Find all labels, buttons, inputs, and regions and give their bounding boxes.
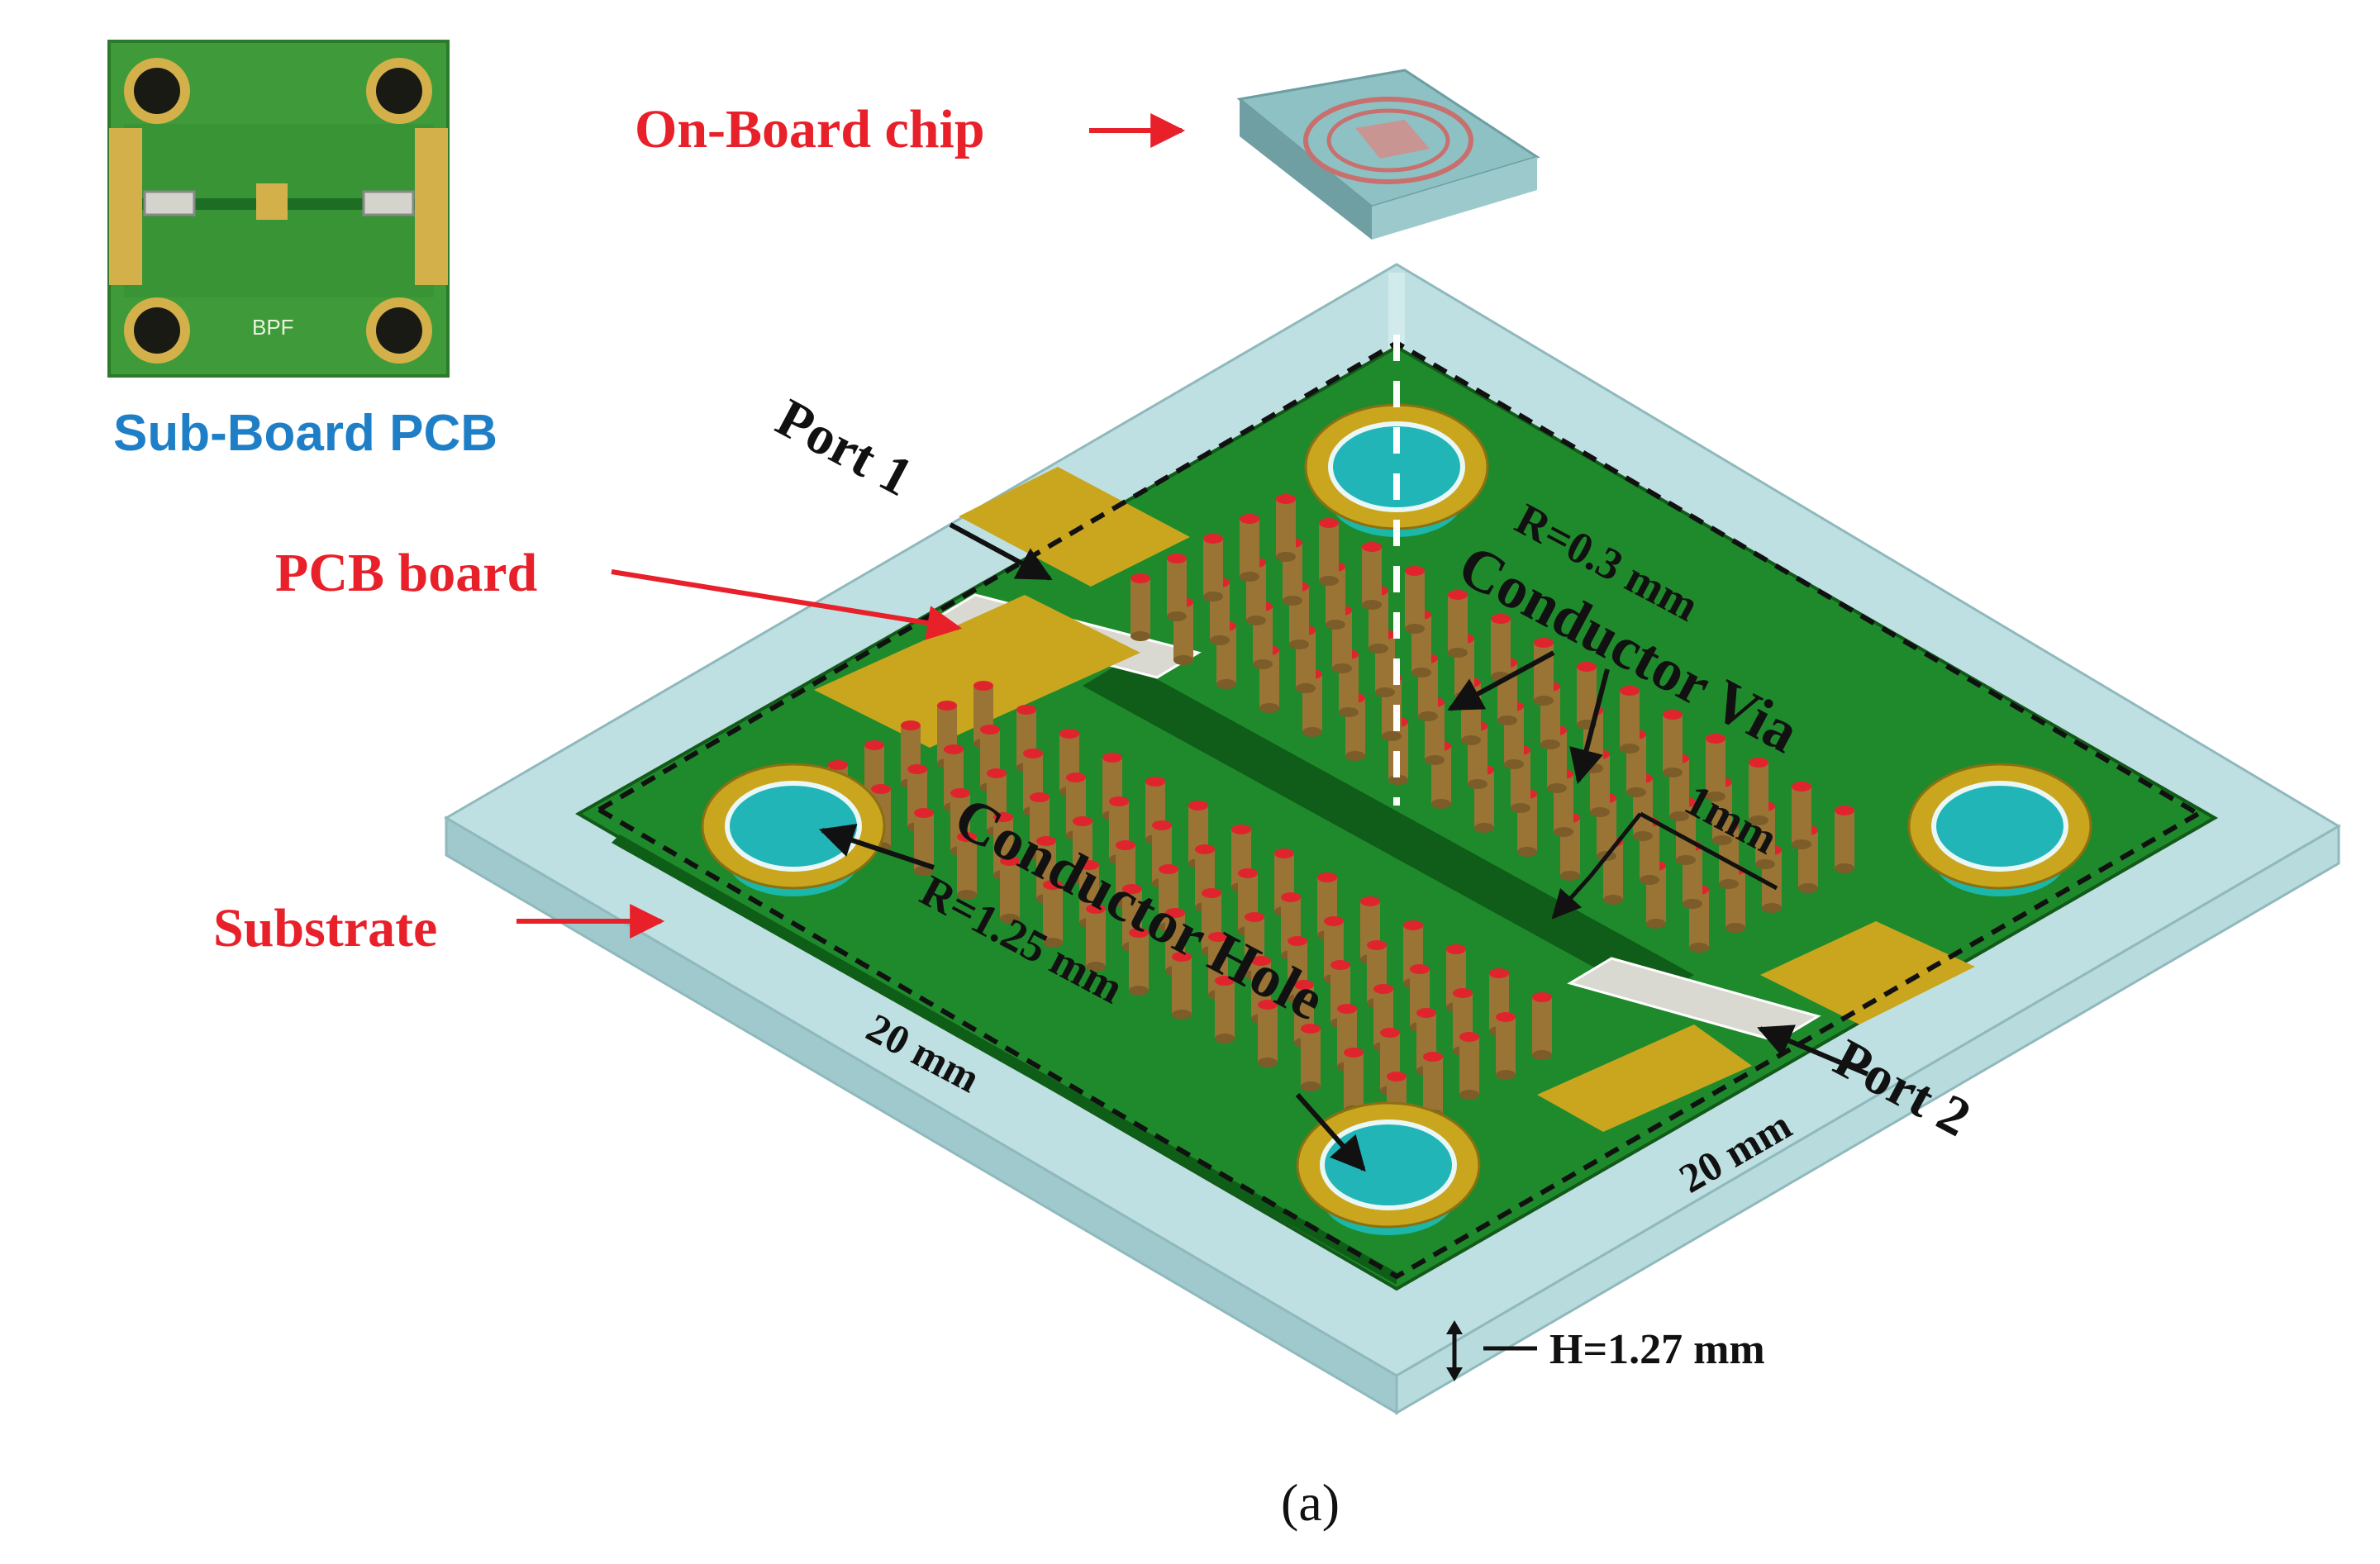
via [1172, 952, 1192, 1020]
via [1319, 518, 1339, 586]
via [957, 832, 977, 900]
pad-port1 [814, 595, 1140, 748]
via [1130, 573, 1150, 641]
pad-port1-top [959, 467, 1190, 587]
pad-port2-bottom [1537, 1024, 1752, 1132]
via [1459, 1032, 1479, 1100]
via [1532, 992, 1552, 1060]
via [1086, 904, 1106, 972]
via [1240, 514, 1259, 582]
thickness-dimension [1446, 1320, 1537, 1381]
via [1129, 928, 1149, 996]
via [1534, 638, 1554, 706]
via [1663, 710, 1683, 777]
photo-silkscreen: BPF [252, 315, 294, 340]
hole-arrow-1 [819, 824, 935, 870]
via [1362, 542, 1382, 610]
port1-label: Port 1 [767, 387, 922, 508]
via [1496, 1012, 1516, 1080]
hole-arrow-2 [1295, 1093, 1366, 1172]
port2-arrow [1757, 1024, 1869, 1077]
via-arrow-2 [1569, 668, 1610, 785]
via [1301, 1024, 1321, 1091]
via [1258, 1000, 1278, 1067]
photo-mount-holes [124, 58, 432, 364]
via [1203, 534, 1223, 601]
via-arrow-1 [1447, 650, 1555, 711]
via [1344, 1048, 1364, 1115]
pad-port2 [1760, 921, 1975, 1024]
thickness-label: H=1.27 mm [1549, 1326, 1765, 1373]
sub-board-photo: BPF [107, 40, 450, 378]
figure-caption: (a) [1281, 1473, 1340, 1532]
via [1215, 976, 1235, 1043]
pcb-board-label: PCB board [275, 543, 537, 603]
mount-hole [1907, 763, 2092, 896]
via [1792, 782, 1811, 849]
on-board-chip [1236, 69, 1540, 240]
via [1337, 1004, 1357, 1072]
pcb-board-arrow [611, 569, 963, 640]
via [1491, 614, 1511, 682]
port1-arrow [949, 522, 1053, 581]
via [1620, 686, 1640, 753]
via [1835, 806, 1854, 873]
via [1448, 590, 1468, 658]
via [1000, 856, 1020, 924]
via [1167, 554, 1187, 621]
via [1749, 758, 1768, 825]
via [1373, 984, 1393, 1052]
substrate-label: Substrate [213, 898, 437, 958]
sub-board-pcb-label: Sub-Board PCB [113, 405, 497, 462]
via [1706, 734, 1726, 801]
via [1405, 566, 1425, 634]
via [1043, 880, 1063, 948]
on-board-chip-label: On-Board chip [635, 99, 985, 159]
via [1276, 494, 1296, 562]
pitch-dimension [1551, 811, 1778, 920]
